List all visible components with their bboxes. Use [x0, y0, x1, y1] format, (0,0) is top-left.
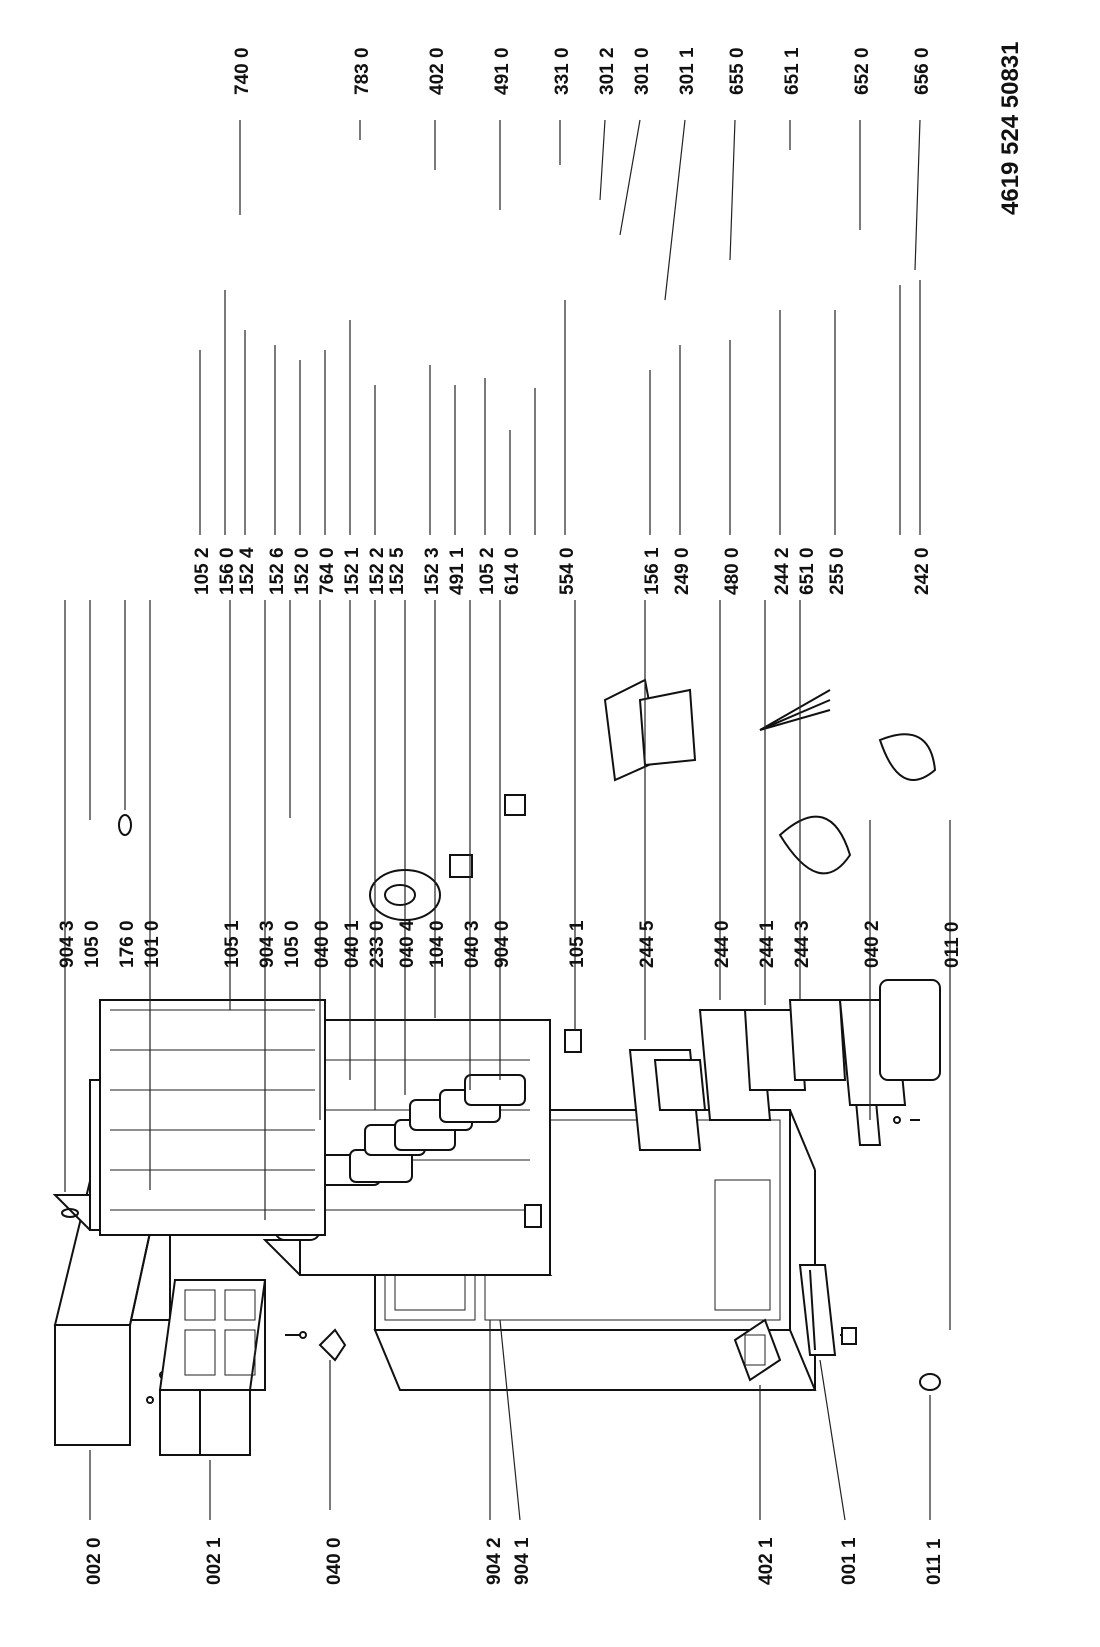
label-651-1: 651 1 — [782, 47, 803, 95]
label-152-2: 152 2 — [367, 547, 388, 595]
label-176-0: 176 0 — [117, 920, 138, 968]
label-152-0: 152 0 — [292, 547, 313, 595]
label-904-0: 904 0 — [492, 920, 513, 968]
label-152-4: 152 4 — [237, 547, 258, 595]
label-040-2: 040 2 — [862, 920, 883, 968]
shelves-drawing — [628, 979, 941, 1151]
label-249-0: 249 0 — [672, 547, 693, 595]
relay-drawing — [449, 794, 526, 878]
label-652-0: 652 0 — [852, 47, 873, 95]
label-040-0b: 040 0 — [312, 920, 333, 968]
label-104-0: 104 0 — [427, 920, 448, 968]
label-152-1: 152 1 — [342, 547, 363, 595]
lamp-housing-drawing — [778, 733, 937, 875]
cable-harness-drawing — [759, 689, 831, 731]
label-152-3: 152 3 — [422, 547, 443, 595]
label-040-3: 040 3 — [462, 920, 483, 968]
label-255-0: 255 0 — [827, 547, 848, 595]
label-301-0: 301 0 — [632, 47, 653, 95]
label-244-2: 244 2 — [772, 547, 793, 595]
foot-small-drawing — [919, 1373, 941, 1391]
label-242-0: 242 0 — [912, 547, 933, 595]
label-105-0: 105 0 — [82, 920, 103, 968]
label-554-0: 554 0 — [557, 547, 578, 595]
label-233-0: 233 0 — [367, 920, 388, 968]
top-frame-drawing — [158, 1279, 267, 1456]
foot-drawing — [840, 1327, 857, 1345]
label-301-1: 301 1 — [677, 47, 698, 95]
label-011-0: 011 0 — [942, 922, 963, 969]
label-040-4: 040 4 — [397, 920, 418, 968]
label-244-1: 244 1 — [757, 920, 778, 968]
label-156-0: 156 0 — [217, 547, 238, 595]
compressor-cover-drawing — [733, 1318, 782, 1382]
label-301-2: 301 2 — [597, 47, 618, 95]
thermostat-housing-drawing — [603, 678, 697, 782]
label-491-0: 491 0 — [492, 47, 513, 95]
document-number: 4619 524 50831 — [997, 41, 1024, 215]
label-904-3b: 904 3 — [257, 920, 278, 968]
label-740-0: 740 0 — [232, 47, 253, 95]
base-rail-drawing — [798, 1264, 837, 1356]
label-402-0: 402 0 — [427, 47, 448, 95]
label-011-1: 011 1 — [924, 1538, 945, 1585]
label-904-2: 904 2 — [484, 1537, 505, 1585]
label-402-1: 402 1 — [756, 1537, 777, 1585]
label-152-6: 152 6 — [267, 547, 288, 595]
label-040-1: 040 1 — [342, 920, 363, 968]
label-904-1: 904 1 — [512, 1537, 533, 1585]
label-783-0: 783 0 — [352, 47, 373, 95]
label-331-0: 331 0 — [552, 47, 573, 95]
label-002-1: 002 1 — [204, 1537, 225, 1585]
label-105-2: 105 2 — [192, 547, 213, 595]
label-614-0: 614 0 — [502, 547, 523, 595]
label-244-0: 244 0 — [712, 920, 733, 968]
label-244-5: 244 5 — [637, 920, 658, 968]
label-002-0: 002 0 — [84, 1537, 105, 1585]
label-105-0b: 105 0 — [282, 920, 303, 968]
label-656-0: 656 0 — [912, 47, 933, 95]
label-105-1: 105 1 — [222, 920, 243, 968]
label-101-0: 101 0 — [142, 920, 163, 968]
condenser-drawing — [99, 999, 326, 1236]
leader-lines — [64, 119, 951, 1521]
label-105-1b: 105 1 — [567, 920, 588, 968]
label-655-0: 655 0 — [727, 47, 748, 95]
label-156-1: 156 1 — [642, 547, 663, 595]
label-152-5: 152 5 — [387, 547, 408, 595]
label-904-3: 904 3 — [57, 920, 78, 968]
label-040-0: 040 0 — [324, 1537, 345, 1585]
label-651-0: 651 0 — [797, 547, 818, 595]
label-491-1: 491 1 — [447, 547, 468, 595]
label-764-0: 764 0 — [317, 547, 338, 595]
label-105-2b: 105 2 — [477, 547, 498, 595]
label-480-0: 480 0 — [722, 547, 743, 595]
label-001-1: 001 1 — [839, 1537, 860, 1585]
part-labels: 002 0 002 1 040 0 904 2 904 1 402 1 001 … — [57, 41, 1024, 1585]
label-244-3: 244 3 — [792, 920, 813, 968]
